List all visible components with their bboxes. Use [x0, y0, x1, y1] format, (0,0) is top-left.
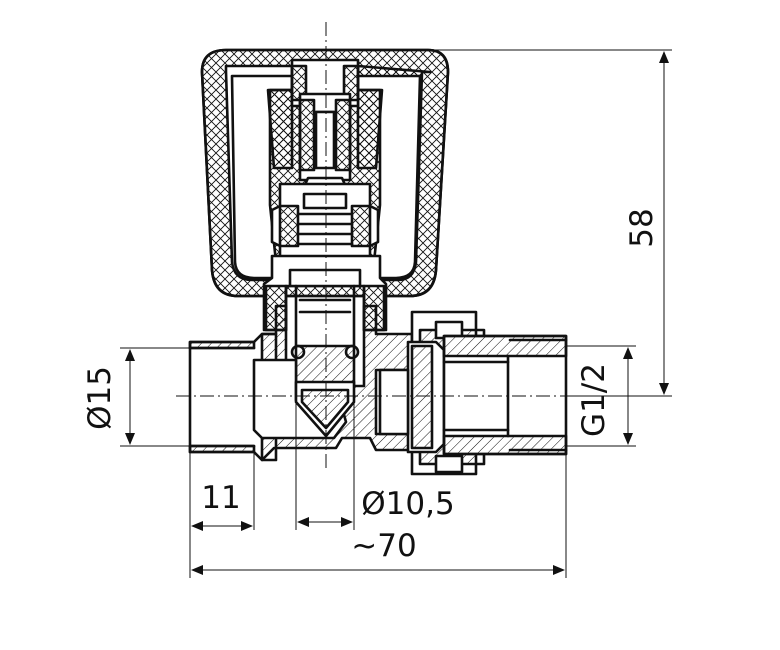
dim-bore-diameter-label: Ø10,5: [361, 486, 454, 522]
spindle: [262, 58, 388, 360]
dimension-g12: G1/2: [566, 345, 636, 447]
dim-socket-length-label: 11: [201, 480, 240, 516]
valve-body: [188, 304, 568, 476]
dim-height-label: 58: [624, 208, 660, 247]
dimension-11: 11: [189, 452, 255, 578]
dim-overall-length-label: ~70: [351, 528, 416, 564]
dimension-d10-5: Ø10,5: [295, 402, 455, 530]
dimension-d15: Ø15: [82, 347, 254, 447]
dimension-58: 58: [380, 49, 672, 397]
center-lines: [176, 22, 590, 470]
dim-thread-label: G1/2: [576, 363, 612, 437]
dimension-70: ~70: [191, 454, 567, 578]
dim-pipe-diameter-label: Ø15: [82, 366, 118, 430]
